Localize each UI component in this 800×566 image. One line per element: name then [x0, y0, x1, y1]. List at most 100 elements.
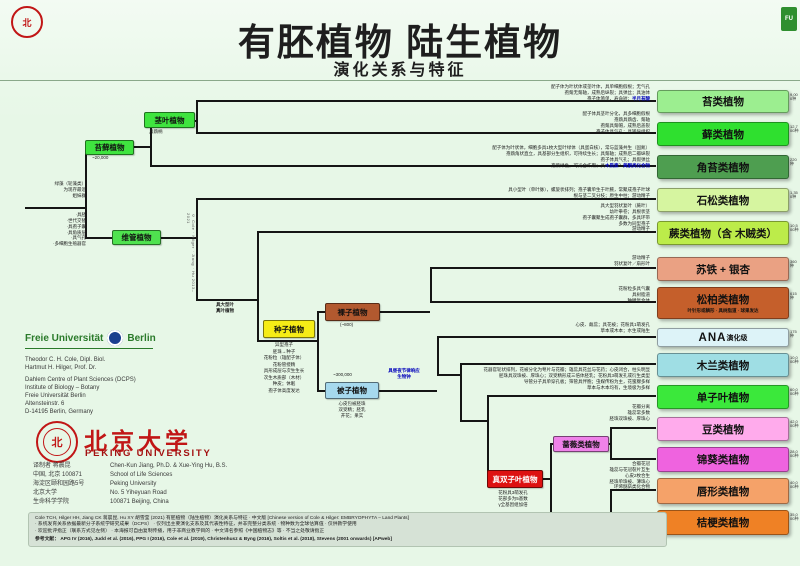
- taxon-campanulids: 桔梗类植物: [657, 510, 789, 535]
- text-line: 花粉管授精: [272, 361, 296, 367]
- text-line: 译制者 蒋晨昆: [33, 463, 71, 469]
- branch-line: [25, 207, 85, 209]
- text-line: 生物钟: [397, 373, 411, 379]
- text-line: 雄蕊常多数: [627, 409, 651, 415]
- fu-logo-text-left: Freie Universität: [25, 332, 104, 344]
- branch-line: [487, 395, 656, 397]
- taxon-label: 苏铁 + 银杏: [696, 263, 750, 276]
- text-line: · 系统发育关系依据最新分子系统学研究成果（DCPS） · 仅列出主要演化支系及…: [35, 522, 357, 528]
- taxon-hornworts: 角苔类植物: [657, 155, 789, 179]
- branch-line: [196, 299, 257, 301]
- fu-people: Theodor C. H. Cole, Dipl. Biol.Hartmut H…: [25, 356, 105, 372]
- text-line: Altensteinstr. 6: [25, 401, 65, 407]
- taxon-label: 角苔类植物: [696, 161, 750, 174]
- text-line: 草本与木本均有，生境极为多样: [587, 384, 650, 390]
- pku-logo-seal-icon: 北: [36, 421, 78, 463]
- node-rosids: 蔷薇类植物: [553, 436, 609, 452]
- branch-line: [257, 340, 317, 342]
- header-divider: [0, 80, 800, 81]
- fu-logo-text-right: Berlin: [127, 332, 156, 344]
- root-sister-annotation: 绿藻（轮藻类）为现存最近姐妹群: [36, 181, 87, 199]
- pku-cn-name: 北京大学: [84, 428, 192, 455]
- text-line: 花粉粒多具气囊: [618, 286, 651, 291]
- text-line: 配子体为叶状体或茎叶体，具单细胞假根；无气孔: [551, 84, 650, 89]
- node-angiosperms: 被子植物: [325, 382, 379, 399]
- text-line: ·多细胞生殖器官: [53, 241, 86, 247]
- text-line: 中国, 北京 100871: [33, 472, 83, 478]
- text-line: Peking University: [110, 481, 157, 487]
- branch-line: [487, 395, 489, 480]
- text-line: Freie Universität Berlin: [25, 393, 86, 399]
- lunularic-acid-link[interactable]: 半月苔酸: [632, 95, 650, 101]
- species-count: 28,000种: [790, 449, 799, 459]
- text-line: 双受精；胚乳: [338, 406, 366, 412]
- species-count: 40,000种: [790, 480, 799, 490]
- moss-annotation: 配子体具茎叶分化，具多细胞假根孢蒴具蒴齿、蒴轴孢蒴具蒴帽，成熟后盖裂孢子体具气孔…: [490, 111, 651, 134]
- text-line: 合瓣花冠: [632, 461, 650, 466]
- anno-text: 孢子体简单，寿命短；: [587, 95, 632, 101]
- fu-seal-icon: [107, 330, 124, 346]
- text-line: 幼叶拳卷；具根状茎: [609, 208, 651, 214]
- node-euphyllophytes-label: 具大型叶真叶植物: [200, 302, 250, 314]
- taxon-label: 单子叶植物: [696, 391, 750, 404]
- text-line: 具树脂道: [632, 291, 650, 297]
- gymnosperms-count: (~800): [340, 322, 354, 327]
- taxon-label: 苔类植物: [702, 96, 744, 108]
- text-line: Hartmut H. Hilger, Prof. Dr.: [25, 365, 97, 371]
- branch-line: [460, 363, 656, 365]
- root-trait-annotation: ·具胚·世代交替·具孢子囊·具角质层·具气孔·多细胞生殖器官: [30, 212, 86, 247]
- branch-line: [257, 231, 259, 342]
- taxon-label: 蕨类植物（含 木贼类）: [669, 227, 777, 240]
- angiosperms-count: ~300,000: [333, 372, 352, 377]
- text-line: 花部多为5基数: [498, 495, 528, 501]
- taxon-label: 桔梗类植物: [696, 517, 750, 529]
- branch-line: [437, 374, 460, 376]
- branch-line: [430, 301, 656, 303]
- text-line: 游动精子: [632, 255, 650, 260]
- page-title: 有胚植物 陆生植物: [237, 22, 563, 63]
- page-subtitle: 演化关系与特征: [333, 62, 467, 79]
- node-label: 维管植物: [121, 233, 152, 242]
- branch-line: [437, 336, 656, 338]
- lignin-link[interactable]: 木质素: [605, 162, 619, 168]
- branch-line: [85, 146, 87, 239]
- fu-logo: Freie Universität Berlin: [25, 330, 156, 349]
- citation-lines: Cole TCH, Hilger HH, Jiang CK 蒋晨昆, Hu XY…: [35, 516, 660, 535]
- taxon-conifers: 松柏类植物叶针形或鳞形 · 具树脂道 · 球果发达: [657, 287, 789, 319]
- text-line: 异型孢子: [275, 342, 293, 347]
- taxon-lycophytes: 石松类植物: [657, 188, 789, 212]
- taxon-magnoliids: 木兰类植物: [657, 353, 789, 377]
- branch-line: [610, 458, 656, 460]
- text-line: 配子体具茎叶分化，具多细胞假根: [582, 111, 651, 116]
- anno-text: 孢蒴绿色，可光合作用；具: [551, 162, 605, 168]
- text-line: 花粉具3萌发孔: [498, 490, 528, 495]
- node-label: 苔藓植物: [94, 143, 125, 152]
- taxon-ferns: 蕨类植物（含 木贼类）: [657, 221, 789, 245]
- text-line: 姐妹群: [72, 192, 87, 198]
- species-count: 1,350种: [790, 190, 798, 200]
- taxon-label: 藓类植物: [702, 128, 744, 141]
- text-line: 胚珠双珠被、厚珠心: [609, 415, 651, 421]
- text-line: · 欢迎批评指正（联系方式见左侧） · 本海报可自由复制传播，用于非商业教学目的…: [35, 528, 325, 534]
- text-line: 花粉粒（雄配子体）: [263, 355, 305, 361]
- flavonoid-link[interactable]: 黄酮类化合物: [623, 162, 650, 168]
- node-eudicots: 真双子叶植物: [487, 470, 543, 488]
- mesangiosperm-annotation: 花器官轮状排列，花被分化为萼片与花瓣；雄蕊具花丝与花药；心皮闭合，柱头明显胚珠具…: [445, 367, 651, 390]
- text-line: 花瓣分离: [632, 404, 650, 409]
- species-count: 360种: [790, 259, 797, 269]
- species-count: 615种: [790, 291, 797, 301]
- spermatophyte-traits: 异型孢子胚珠→种子花粉粒（雄配子体）花粉管授精具形成层与次生生长次生木质部（木材…: [246, 342, 322, 394]
- branch-line: [430, 267, 656, 269]
- taxon-cycads-ginkgo: 苏铁 + 银杏: [657, 257, 789, 281]
- taxon-monocots: 单子叶植物: [657, 385, 789, 409]
- taxon-label: 演化级: [726, 334, 748, 342]
- node-tracheophytes: 维管植物: [112, 230, 161, 245]
- anno-text: ？: [618, 162, 624, 168]
- text-line: 孢子囊聚生成孢子囊群，多具环带: [582, 214, 651, 220]
- species-count: 35,000种: [790, 512, 799, 522]
- branch-line: [196, 100, 198, 134]
- text-line: 孢子体高度发达: [268, 387, 300, 393]
- taxon-label: 木兰类植物: [696, 359, 750, 372]
